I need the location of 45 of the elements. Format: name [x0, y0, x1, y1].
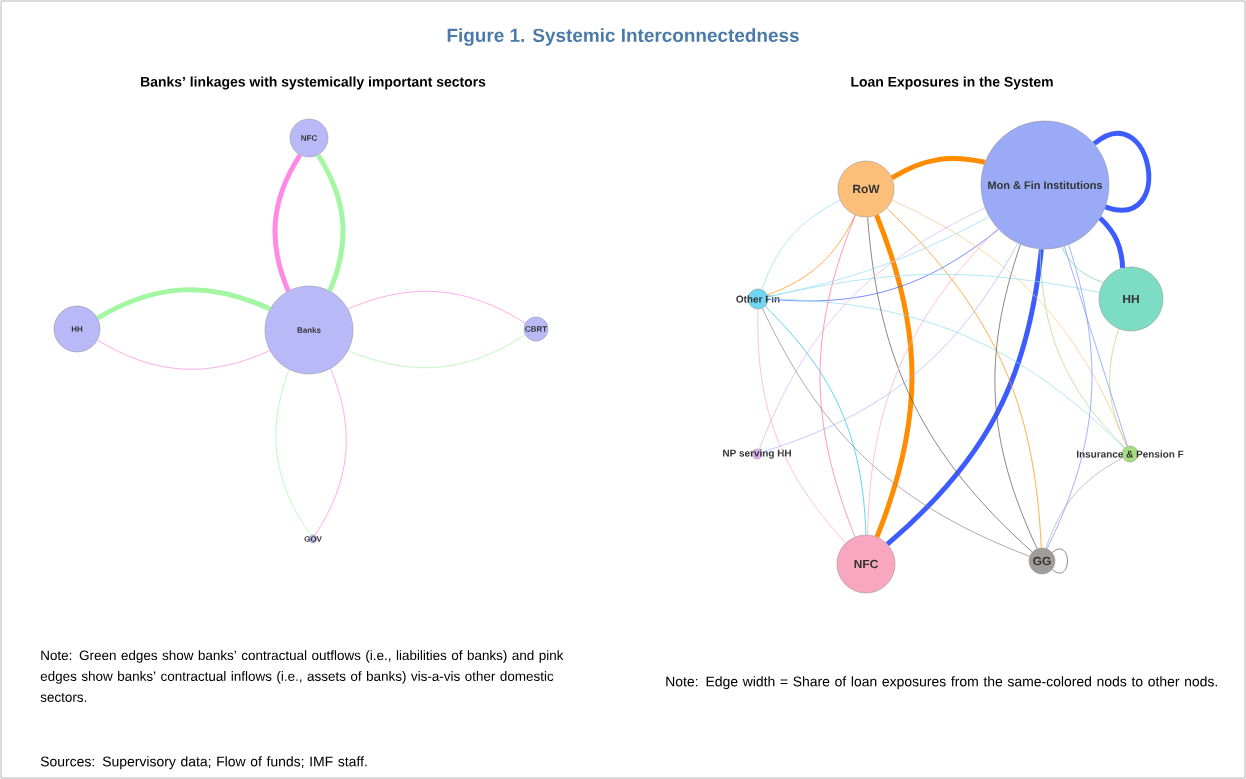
network-edge	[1098, 216, 1126, 268]
network-edge	[761, 242, 1019, 453]
network-edge	[347, 291, 526, 324]
sector-node: RoW	[837, 160, 895, 218]
sector-node: NFC	[836, 534, 896, 594]
sector-node: NP serving HH	[723, 448, 791, 460]
network-edge	[96, 287, 271, 321]
network-edge	[758, 207, 986, 450]
network-edge	[1064, 245, 1128, 447]
network-edge	[272, 153, 303, 292]
network-edge	[767, 216, 990, 297]
network-edge	[874, 214, 915, 538]
note-text: Note: Green edges show banks’ contractual outflows (i.e., liabilities of banks) and pink edges show banks’ contractual inflows (i.e., assets of banks) vis-a-vis other domestic sectors.	[40, 650, 564, 702]
network-edge	[767, 298, 1125, 449]
network-edge	[1046, 244, 1093, 550]
network-edge	[764, 306, 867, 536]
network-edge	[762, 307, 1030, 557]
network-edge	[1051, 548, 1068, 574]
panel-title: Banks’ linkages with systemically important sectors	[141, 76, 486, 90]
network-edge	[275, 369, 312, 536]
network-edge	[314, 368, 347, 536]
note-text: Note: Edge width = Share of loan exposures from the same-colored nods to other nods.	[666, 676, 1217, 690]
network-edge	[315, 153, 346, 292]
sector-node: Mon & Fin Institutions	[980, 120, 1110, 250]
figure-title: Figure 1. Systemic Interconnectedness	[447, 28, 799, 46]
source-text: Sources: Supervisory data; Flow of funds; IMF staff.	[40, 756, 367, 770]
network-edge	[1061, 246, 1104, 283]
network-edge	[347, 334, 526, 369]
network-edge	[867, 216, 1033, 553]
network-edge	[1092, 131, 1152, 213]
network-edge	[761, 199, 841, 290]
network-edge	[867, 228, 999, 536]
sector-node: GG	[1028, 547, 1056, 575]
network-edge	[819, 214, 856, 538]
network-edge	[891, 199, 1128, 447]
network-edge	[890, 156, 986, 180]
network-edge	[994, 244, 1038, 549]
network-edge	[97, 339, 271, 370]
network-edge	[1045, 457, 1124, 549]
network-edge	[757, 308, 846, 544]
network-edge	[767, 274, 1100, 298]
network-edge	[767, 214, 856, 296]
panel-title: Loan Exposures in the System	[851, 76, 1053, 90]
network-edge	[1039, 248, 1126, 448]
sector-node: HH	[1098, 266, 1164, 332]
